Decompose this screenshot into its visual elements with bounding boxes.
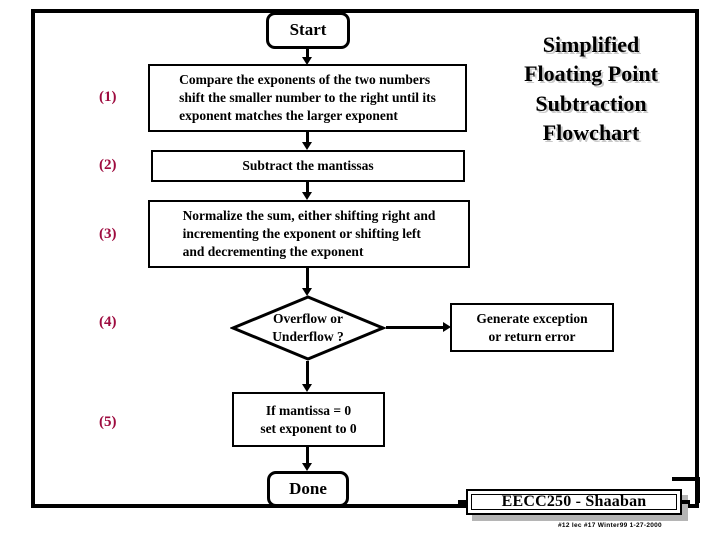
arrowhead-decision — [302, 288, 312, 296]
node-step-3-text: Normalize the sum, either shifting right… — [182, 208, 436, 259]
page-title: Simplified Floating Point Subtraction Fl… — [524, 32, 658, 145]
node-done[interactable]: Done — [267, 471, 349, 507]
node-generate-exception-text: Generate exception or return error — [476, 310, 588, 344]
node-step-5-text: If mantissa = 0 set exponent to 0 — [260, 402, 357, 436]
node-start-label: Start — [289, 20, 327, 40]
node-decision-text: Overflow or Underflow ? — [272, 311, 344, 344]
node-step-5[interactable]: If mantissa = 0 set exponent to 0 — [232, 392, 385, 447]
arrowhead-done — [302, 463, 312, 471]
connector-start-to-step1 — [306, 49, 309, 58]
node-step-2[interactable]: Subtract the mantissas — [151, 150, 465, 182]
banner-text: EECC250 - Shaaban — [501, 493, 647, 510]
banner-tab-right-icon — [680, 500, 690, 504]
connector-step5-to-done — [306, 447, 309, 463]
connector-decision-to-exception — [386, 326, 444, 329]
node-step-3[interactable]: Normalize the sum, either shifting right… — [148, 200, 470, 268]
node-decision-overflow-underflow[interactable]: Overflow or Underflow ? — [230, 295, 386, 361]
banner-tab-top-icon — [672, 477, 700, 481]
node-done-label: Done — [289, 478, 327, 498]
connector-step1-to-step2 — [306, 132, 309, 142]
arrowhead-step2 — [302, 142, 312, 150]
connector-step2-to-step3 — [306, 182, 309, 193]
step-label-4: (4) — [99, 314, 117, 330]
node-generate-exception[interactable]: Generate exception or return error — [450, 303, 614, 352]
connector-step3-to-decision — [306, 268, 309, 288]
footer-subtext: #12 lec #17 Winter99 1-27-2000 — [558, 522, 662, 529]
banner-box: EECC250 - Shaaban — [466, 489, 682, 515]
step-label-2: (2) — [99, 157, 117, 173]
step-label-1: (1) — [99, 89, 117, 105]
slide-border-frame — [31, 9, 699, 508]
arrowhead-exception — [443, 322, 451, 332]
node-start[interactable]: Start — [266, 12, 350, 49]
node-step-1-text: Compare the exponents of the two numbers… — [179, 72, 436, 123]
step-label-3: (3) — [99, 226, 117, 242]
footer-banner: EECC250 - Shaaban #12 lec #17 Winter99 1… — [458, 477, 700, 537]
banner-inner-box: EECC250 - Shaaban — [471, 493, 677, 510]
diamond-shape-icon — [230, 295, 386, 361]
arrowhead-step3 — [302, 192, 312, 200]
banner-tab-corner-icon — [696, 477, 700, 503]
connector-decision-to-step5 — [306, 361, 309, 385]
arrowhead-step5 — [302, 384, 312, 392]
arrowhead-step1 — [302, 57, 312, 65]
step-label-5: (5) — [99, 414, 117, 430]
node-step-2-text: Subtract the mantissas — [242, 158, 374, 174]
banner-tab-left-icon — [458, 500, 468, 504]
node-step-1[interactable]: Compare the exponents of the two numbers… — [148, 64, 467, 132]
